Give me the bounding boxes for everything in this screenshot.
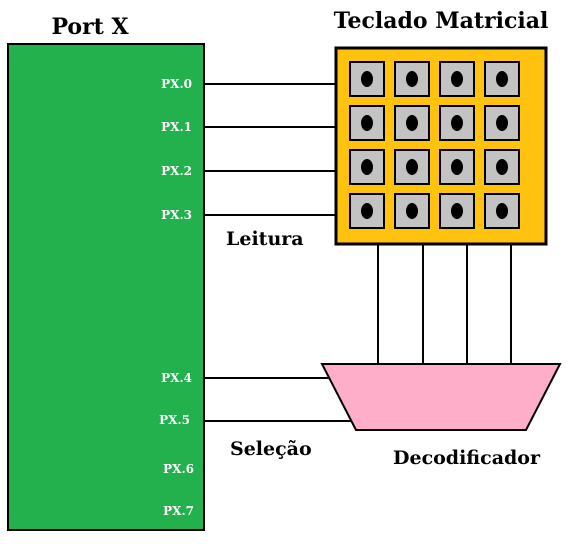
decoder-block (320, 363, 562, 431)
keypad-key-r1c4 (484, 61, 520, 97)
keypad-key-contact-r2c3 (451, 115, 463, 131)
keypad-key-contact-r1c3 (451, 71, 463, 87)
read-label: Leitura (226, 228, 304, 250)
keypad-key-r3c1 (349, 149, 385, 185)
keypad-key-contact-r3c3 (451, 159, 463, 175)
port-block (7, 43, 205, 531)
decoder-label: Decodificador (393, 447, 541, 469)
keypad-key-r4c4 (484, 193, 520, 229)
keypad-keys (349, 61, 520, 229)
keypad-key-contact-r1c2 (406, 71, 418, 87)
keypad-key-contact-r4c4 (496, 203, 508, 219)
pin-label-px4: PX.4 (161, 371, 192, 385)
pin-label-px5: PX.5 (159, 413, 190, 427)
pin-label-px6: PX.6 (163, 462, 194, 476)
keypad-key-contact-r2c4 (496, 115, 508, 131)
keypad-key-contact-r4c1 (361, 203, 373, 219)
keypad-key-r3c4 (484, 149, 520, 185)
keypad-key-contact-r1c4 (496, 71, 508, 87)
keypad-key-contact-r2c2 (406, 115, 418, 131)
pin-label-px0: PX.0 (161, 77, 192, 91)
keypad-key-contact-r1c1 (361, 71, 373, 87)
keypad-key-r4c2 (394, 193, 430, 229)
pin-label-px3: PX.3 (161, 208, 192, 222)
keypad-key-contact-r4c2 (406, 203, 418, 219)
keypad-key-contact-r3c1 (361, 159, 373, 175)
keypad-key-contact-r4c3 (451, 203, 463, 219)
keypad-key-contact-r2c1 (361, 115, 373, 131)
pin-label-px1: PX.1 (161, 120, 192, 134)
pin-label-px2: PX.2 (161, 164, 192, 178)
keypad-title: Teclado Matricial (334, 8, 549, 34)
keypad-key-r4c3 (439, 193, 475, 229)
pin-label-px7: PX.7 (163, 504, 194, 518)
port-title: Port X (51, 14, 129, 40)
keypad-key-contact-r3c2 (406, 159, 418, 175)
keypad-key-contact-r3c4 (496, 159, 508, 175)
select-label: Seleção (230, 438, 312, 460)
